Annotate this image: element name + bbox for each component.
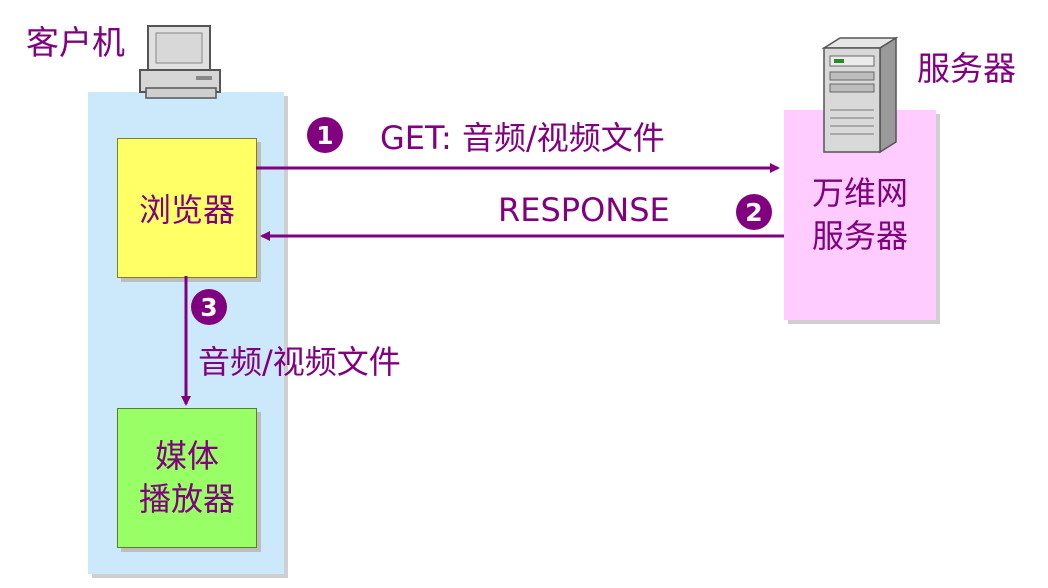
media-player-box: 媒体 播放器 <box>117 408 257 548</box>
file-transfer-label: 音频/视频文件 <box>198 343 401 381</box>
player-label-line2: 播放器 <box>138 480 235 518</box>
player-label-line1: 媒体 <box>154 436 219 475</box>
step-1-badge: 1 <box>307 117 343 153</box>
web-server-line1: 万维网 <box>811 174 908 212</box>
client-label: 客户机 <box>26 23 125 62</box>
step-2-badge: 2 <box>736 194 772 230</box>
web-server-line2: 服务器 <box>811 217 908 256</box>
response-label: RESPONSE <box>498 191 670 229</box>
tower-server-icon <box>821 36 899 154</box>
web-server-label: 万维网 服务器 <box>784 172 936 258</box>
browser-box: 浏览器 <box>117 138 257 278</box>
get-request-label: GET: 音频/视频文件 <box>380 119 665 157</box>
step-3-badge: 3 <box>191 289 227 325</box>
desktop-computer-icon <box>139 25 221 99</box>
browser-label: 浏览器 <box>138 191 235 229</box>
server-label: 服务器 <box>917 49 1016 88</box>
